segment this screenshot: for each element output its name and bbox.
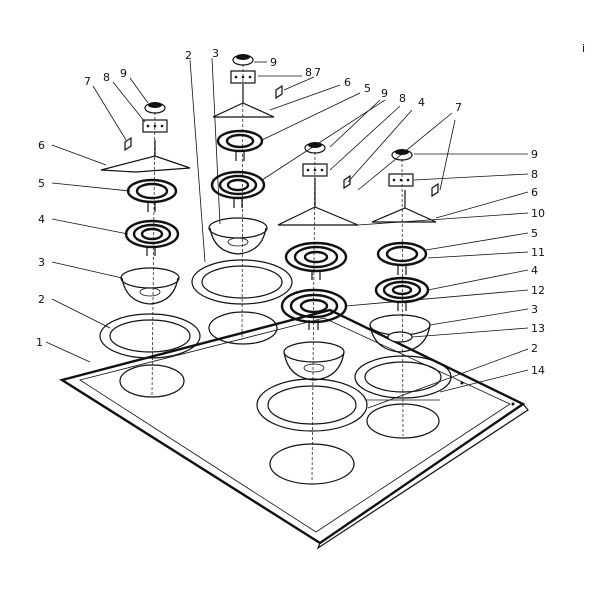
element-left-upper [126,178,178,212]
clip-back [275,84,283,100]
lbl-8c: 8 [399,92,406,105]
lbl-8a: 8 [103,71,110,84]
cap-center [304,142,326,154]
callout-labels: 1 2 2 2 3 3 3 4 4 4 5 5 5 6 6 6 7 7 7 8 … [36,42,585,377]
drip-bowl-back [208,217,268,255]
support-left [100,140,191,173]
drip-bowl-left [120,267,180,305]
clip-left [124,136,132,152]
lbl-1: 1 [36,336,43,349]
lbl-4a: 4 [38,213,45,226]
element-left-lower [124,219,180,256]
lbl-10: 10 [531,207,545,220]
drip-bowl-center [283,341,345,381]
lbl-5a: 5 [38,177,45,190]
cap-right [391,149,413,161]
clip-right [431,182,439,198]
element-back-upper [216,129,264,161]
support-center [277,178,359,226]
lbl-4c: 4 [531,264,538,277]
lbl-13: 13 [531,322,545,335]
element-right-lower [374,276,430,311]
cap-back [232,54,254,66]
trim-ring-left [99,313,201,359]
leader-lines [45,57,529,409]
lbl-6c: 6 [531,186,538,199]
lbl-2c: 2 [531,342,538,355]
element-back-lower [210,170,266,208]
lbl-9d: 9 [531,148,538,161]
terminal-block-right [388,173,414,187]
lbl-9b: 9 [270,56,277,69]
trim-ring-center-front [256,378,368,432]
lbl-5b: 5 [364,82,371,95]
lbl-8d: 8 [531,168,538,181]
cap-left [144,102,166,114]
lbl-4b: 4 [418,96,425,109]
cooktop-plate [59,308,529,550]
lbl-2a: 2 [38,293,45,306]
lbl-7a: 7 [84,75,91,88]
alignment-lines [151,63,404,481]
lbl-6a: 6 [38,139,45,152]
lbl-9a: 9 [120,67,127,80]
element-center-upper [284,241,348,280]
lbl-9c: 9 [381,87,388,100]
lbl-12: 12 [531,284,545,297]
lbl-8b: 8 [305,66,312,79]
support-back [212,84,275,118]
lbl-7c: 7 [455,101,462,114]
lbl-3a: 3 [38,256,45,269]
plate-hole-left-back [208,311,278,345]
element-right-upper [376,241,428,275]
margin-mark: i [582,42,585,55]
lbl-14: 14 [531,364,545,377]
plate-hole-left-front [119,364,185,398]
clip-center [343,174,351,190]
lbl-7b: 7 [314,66,321,79]
support-right [371,190,437,223]
terminal-block-left [142,119,168,133]
lbl-2b: 2 [185,49,192,62]
lbl-6b: 6 [344,76,351,89]
lbl-5c: 5 [531,227,538,240]
lbl-11: 11 [531,246,545,259]
bowl-insert-13 [387,331,413,343]
lbl-3b: 3 [212,47,219,60]
lbl-3c: 3 [531,303,538,316]
